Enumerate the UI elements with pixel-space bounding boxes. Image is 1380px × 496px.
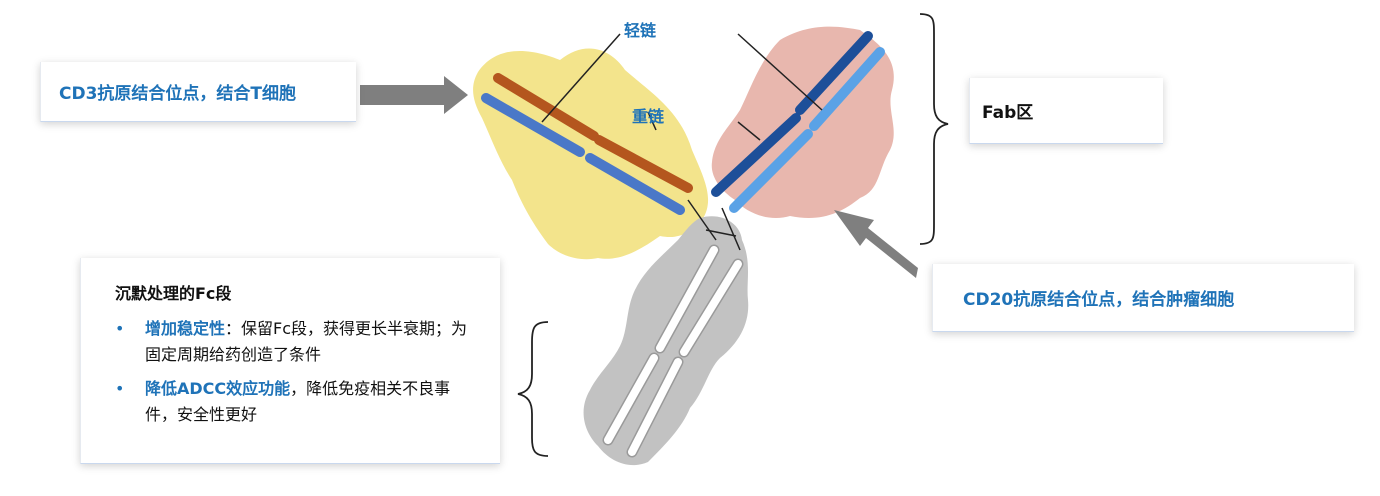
dark-blue-chain-lower bbox=[711, 113, 801, 197]
fc-benefit-detail: ：保留Fc段，获得更长半衰期；为固定周期给药创造了条件 bbox=[145, 319, 468, 364]
light-chain-pointer bbox=[541, 33, 621, 123]
fab-pointer bbox=[737, 121, 761, 141]
hinge-line bbox=[687, 199, 717, 241]
fc-benefit-item: • 增加稳定性：保留Fc段，获得更长半衰期；为固定周期给药创造了条件 bbox=[115, 316, 480, 368]
fc-chain bbox=[604, 354, 658, 444]
bullet-icon: • bbox=[115, 379, 125, 398]
orange-chain-lower bbox=[594, 135, 693, 193]
orange-chain-upper bbox=[493, 73, 599, 141]
fc-benefit-highlight: 降低ADCC效应功能 bbox=[145, 379, 291, 398]
cd3-arrow bbox=[360, 76, 468, 114]
blue-chain-upper bbox=[481, 93, 585, 157]
cd20-arrow bbox=[834, 210, 918, 278]
fab-pointer bbox=[737, 33, 823, 111]
hinge-line bbox=[705, 229, 737, 237]
fc-segment-title: 沉默处理的Fc段 bbox=[115, 284, 232, 303]
fc-benefit-item: • 降低ADCC效应功能，降低免疫相关不良事件，安全性更好 bbox=[115, 376, 480, 428]
heavy-chain-pointer bbox=[647, 111, 657, 131]
fab-region-callout: Fab区 bbox=[969, 78, 1163, 144]
bullet-icon: • bbox=[115, 319, 125, 338]
fab-region-text: Fab区 bbox=[982, 103, 1034, 123]
fc-brace bbox=[517, 321, 549, 457]
light-blue-chain-upper bbox=[809, 47, 885, 131]
cd20-domain-blob bbox=[711, 26, 894, 219]
light-blue-chain-lower bbox=[729, 129, 813, 213]
fab-brace bbox=[919, 13, 949, 245]
hinge-line bbox=[721, 207, 741, 251]
blue-chain-lower bbox=[585, 153, 685, 215]
fc-chain bbox=[628, 358, 682, 456]
fc-chain bbox=[680, 260, 742, 356]
fc-benefit-highlight: 增加稳定性 bbox=[145, 319, 226, 338]
cd3-binding-callout: CD3抗原结合位点，结合T细胞 bbox=[40, 62, 356, 122]
cd20-binding-callout: CD20抗原结合位点，结合肿瘤细胞 bbox=[932, 264, 1354, 332]
fc-benefit-detail: ，降低免疫相关不良事件，安全性更好 bbox=[145, 379, 451, 424]
fc-segment-callout: 沉默处理的Fc段 • 增加稳定性：保留Fc段，获得更长半衰期；为固定周期给药创造… bbox=[80, 258, 500, 464]
dark-blue-chain-upper bbox=[795, 31, 873, 115]
fc-chain bbox=[656, 246, 718, 352]
fc-benefit-list: • 增加稳定性：保留Fc段，获得更长半衰期；为固定周期给药创造了条件 • 降低A… bbox=[115, 316, 480, 428]
cd20-binding-text: CD20抗原结合位点，结合肿瘤细胞 bbox=[963, 290, 1235, 310]
cd3-binding-text: CD3抗原结合位点，结合T细胞 bbox=[59, 84, 297, 104]
heavy-chain-label: 重链 bbox=[632, 107, 665, 126]
light-chain-label: 轻链 bbox=[624, 21, 657, 40]
